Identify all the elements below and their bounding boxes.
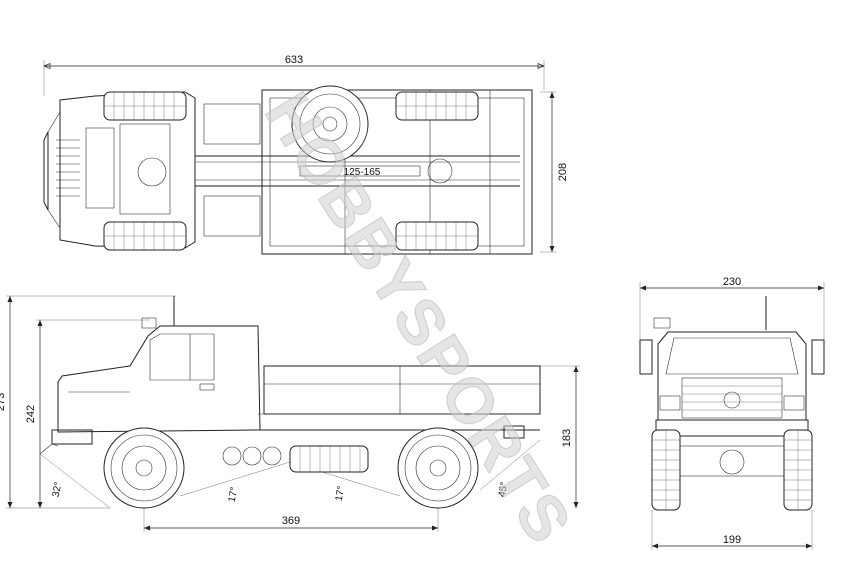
- angle-breakover-left: 17°: [227, 486, 240, 503]
- side-spare-tire: [289, 445, 369, 473]
- dim-top-length: 633: [285, 54, 303, 66]
- front-view: 230 199: [639, 276, 825, 550]
- top-front-right-tire: [103, 221, 187, 251]
- dim-front-width-top: 230: [723, 276, 741, 288]
- dim-side-wheelbase: 369: [282, 515, 300, 527]
- top-view: 633 208 1: [43, 54, 569, 255]
- angle-departure: 45°: [497, 481, 510, 498]
- side-view: 273 242 183 369 32° 17° 17° 45°: [0, 295, 580, 532]
- top-front-left-tire: [103, 91, 187, 121]
- top-spare-tire: [291, 85, 369, 163]
- side-front-wheel: [103, 427, 185, 509]
- dim-front-track: 199: [723, 534, 741, 546]
- top-rear-right-tire: [395, 221, 479, 251]
- angle-breakover-right: 17°: [334, 485, 347, 502]
- dim-top-width: 208: [557, 163, 569, 181]
- front-left-tire: [651, 429, 681, 511]
- dim-side-bed-height: 183: [561, 429, 573, 447]
- dim-side-height-total: 273: [0, 393, 7, 411]
- dim-side-height-body: 242: [25, 405, 37, 423]
- top-rear-left-tire: [395, 91, 479, 121]
- front-right-tire: [783, 429, 813, 511]
- driveshaft-tag: 125-165: [344, 167, 381, 178]
- side-rear-wheel: [397, 427, 479, 509]
- angle-approach: 32°: [51, 481, 64, 498]
